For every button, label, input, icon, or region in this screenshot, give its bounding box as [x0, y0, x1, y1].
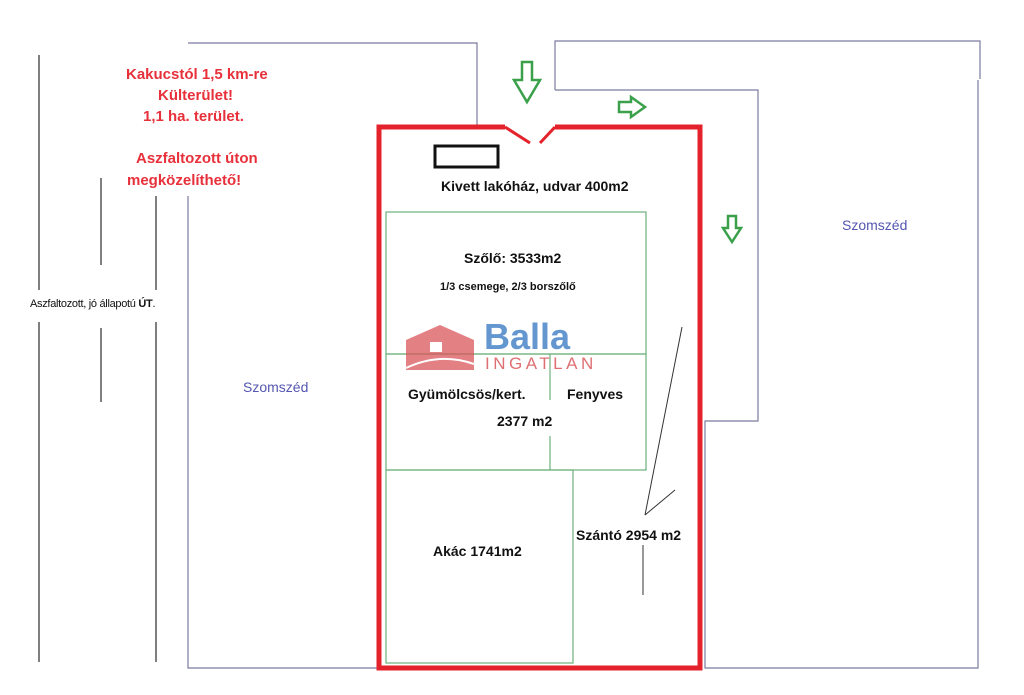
- arable-sketch: [642, 326, 683, 595]
- road-label-suffix: .: [152, 298, 156, 310]
- arrow-right-icon: [617, 94, 648, 120]
- note-access: megközelíthető!: [127, 172, 242, 189]
- note-road: Aszfaltozott úton: [136, 150, 258, 167]
- arrows: [511, 60, 744, 245]
- orchard-area: 2377 m2: [497, 413, 553, 429]
- road-lines: [38, 55, 157, 662]
- house-label: Kivett lakóház, udvar 400m2: [441, 178, 629, 194]
- neighbor-boundaries: [187, 40, 981, 669]
- note-distance: Kakucstól 1,5 km-re: [126, 66, 268, 83]
- vineyard-detail: 1/3 csemege, 2/3 borszőlő: [440, 281, 576, 293]
- vineyard-label: Szőlő: 3533m2: [464, 250, 562, 266]
- road-label-bold: ÚT: [138, 298, 153, 310]
- logo: [405, 325, 475, 370]
- pine-label: Fenyves: [567, 386, 624, 402]
- acacia-label: Akác 1741m2: [433, 543, 522, 559]
- note-area: 1,1 ha. terület.: [143, 108, 244, 125]
- road-label: Aszfaltozott, jó állapotú ÚT.: [30, 298, 156, 310]
- neighbor-left: Szomszéd: [243, 379, 309, 395]
- house-icon: [433, 144, 500, 169]
- arrow-down-icon: [720, 214, 744, 245]
- inner-parcels: [385, 211, 647, 664]
- property-boundary: [376, 124, 703, 671]
- orchard-label: Gyümölcsös/kert.: [408, 386, 526, 402]
- road-label-prefix: Aszfaltozott, jó állapotú: [30, 298, 139, 310]
- logo-sub: INGATLAN: [485, 354, 597, 373]
- logo-house-icon: [406, 325, 474, 352]
- logo-name: Balla: [484, 316, 571, 357]
- neighbor-right: Szomszéd: [842, 217, 908, 233]
- arrow-down-icon: [511, 60, 543, 105]
- arable-label: Szántó 2954 m2: [576, 527, 682, 543]
- note-outskirts: Külterület!: [158, 87, 233, 104]
